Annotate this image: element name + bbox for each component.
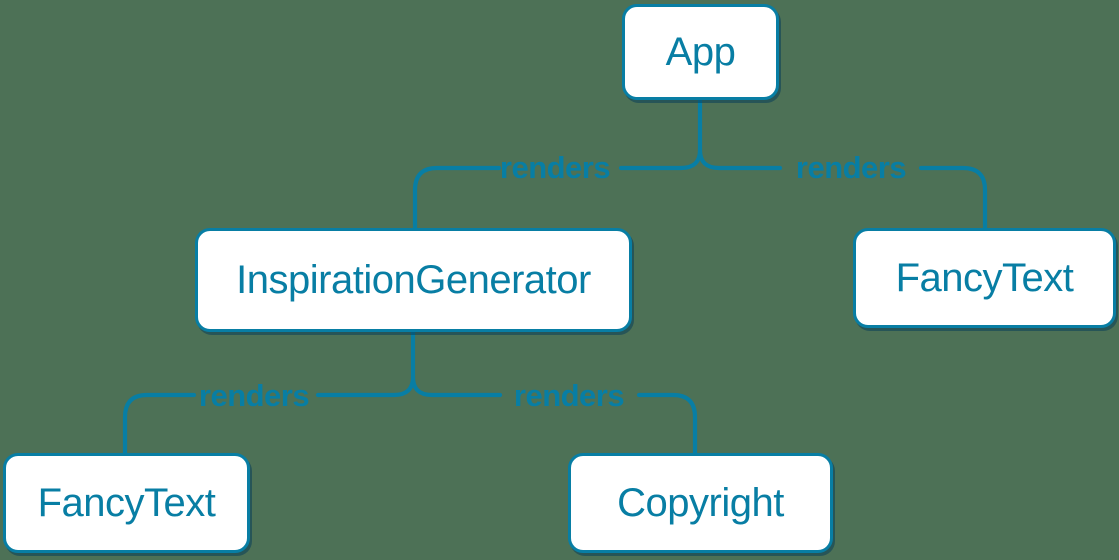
node-fancy-text-bottom-left-label: FancyText — [37, 480, 216, 525]
edge-app-to-inspiration-generator — [412, 165, 502, 231]
node-fancy-text-top-right: FancyText — [853, 228, 1116, 328]
node-inspiration-generator: InspirationGenerator — [195, 228, 632, 332]
node-inspiration-generator-label: InspirationGenerator — [236, 257, 591, 302]
node-copyright: Copyright — [568, 453, 833, 553]
edge-inspiration-generator-to-copyright — [636, 392, 698, 456]
edge-inspiration-generator-to-fancy-text — [122, 392, 197, 456]
edge-label-renders-app-inspiration-generator: renders — [499, 150, 611, 185]
edge-label-renders-inspiration-generator-fancy-text: renders — [198, 378, 310, 413]
edge-label-renders-app-fancy-text: renders — [795, 150, 907, 185]
node-app-label: App — [665, 29, 736, 74]
node-fancy-text-top-right-label: FancyText — [895, 255, 1074, 300]
node-app: App — [622, 4, 779, 100]
node-fancy-text-bottom-left: FancyText — [3, 453, 250, 553]
edge-fork-from-app — [618, 97, 783, 171]
edge-fork-from-inspiration-generator — [315, 329, 503, 398]
edge-label-renders-inspiration-generator-copyright: renders — [513, 378, 625, 413]
edge-app-to-fancy-text — [918, 165, 988, 231]
node-copyright-label: Copyright — [617, 480, 784, 525]
